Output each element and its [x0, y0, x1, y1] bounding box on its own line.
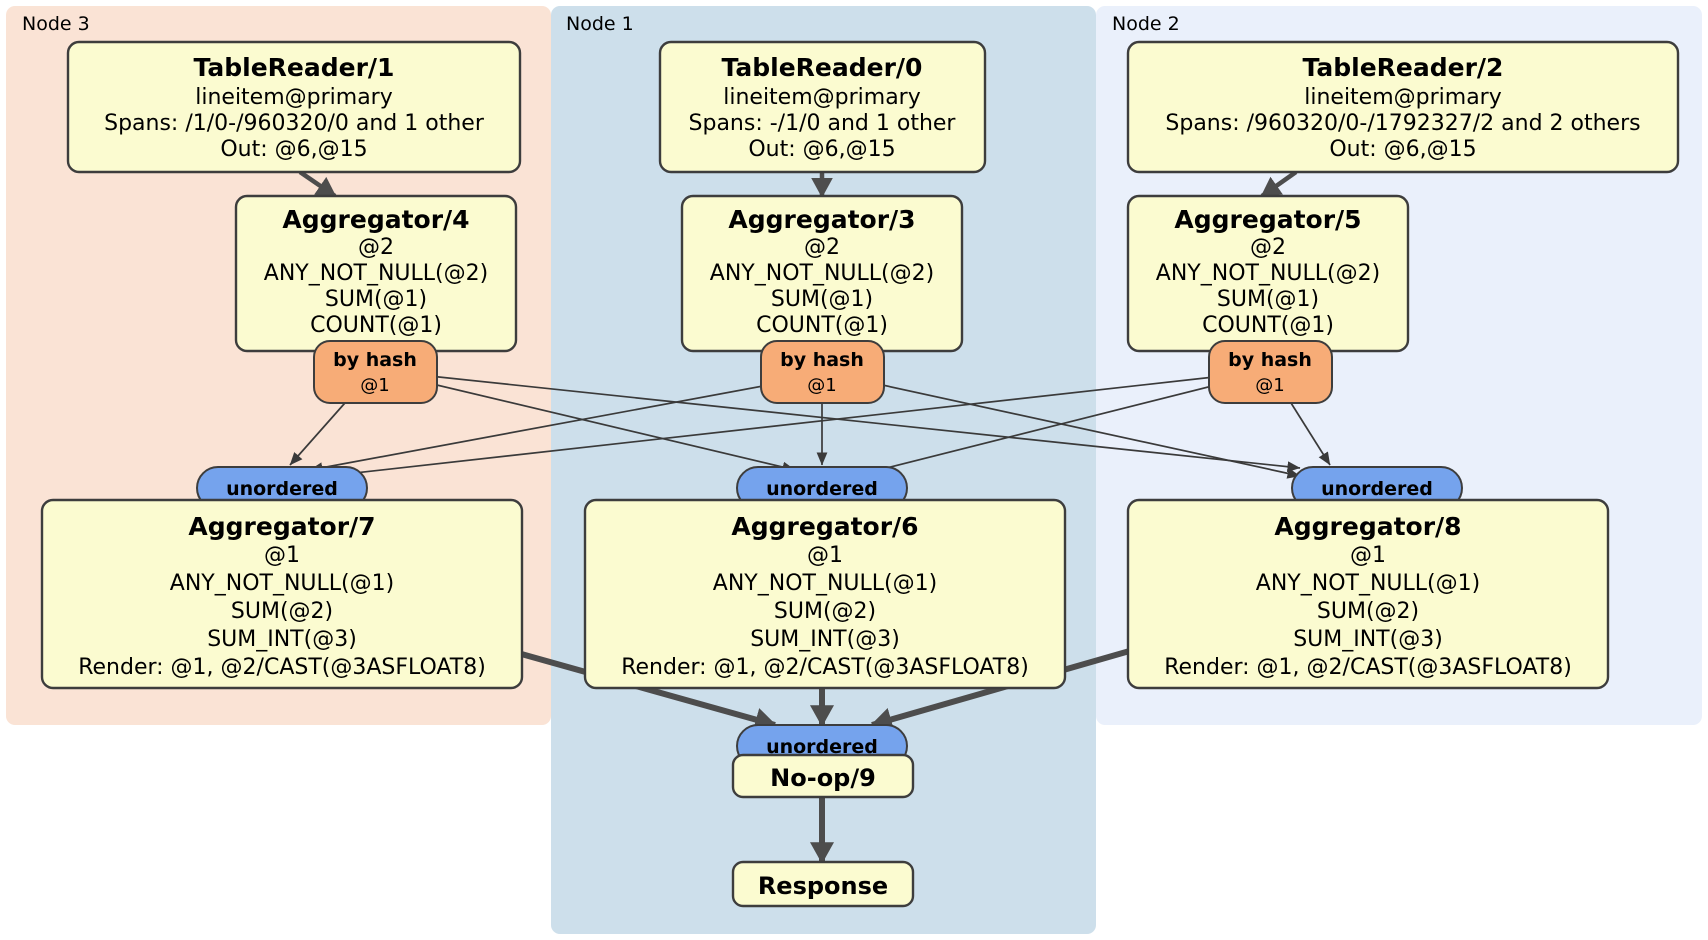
node-tablereader-1[interactable]: TableReader/1 lineitem@primary Spans: /1…: [66, 40, 522, 174]
tablereader-2-line-0: lineitem@primary: [1304, 85, 1502, 110]
aggregator-7-line-4: Render: @1, @2/CAST(@3ASFLOAT8): [78, 655, 486, 680]
aggregator-3-line-1: ANY_NOT_NULL(@2): [710, 261, 934, 286]
by-hash-center-sub: @1: [807, 375, 836, 396]
node-aggregator-8[interactable]: Aggregator/8 @1 ANY_NOT_NULL(@1) SUM(@2)…: [1126, 498, 1610, 690]
aggregator-4-line-1: ANY_NOT_NULL(@2): [264, 261, 488, 286]
unordered-center-label: unordered: [766, 478, 878, 500]
aggregator-5-line-3: COUNT(@1): [1202, 313, 1334, 338]
tablereader-1-title: TableReader/1: [194, 53, 395, 82]
tablereader-0-line-2: Out: @6,@15: [748, 137, 895, 162]
aggregator-4-line-3: COUNT(@1): [310, 313, 442, 338]
router-unordered-left[interactable]: unordered: [196, 466, 368, 510]
aggregator-7-title: Aggregator/7: [188, 512, 375, 541]
unordered-right-label: unordered: [1321, 478, 1433, 500]
aggregator-3-title: Aggregator/3: [728, 205, 915, 234]
aggregator-3-line-0: @2: [804, 235, 840, 260]
aggregator-4-title: Aggregator/4: [282, 205, 469, 234]
aggregator-3-line-3: COUNT(@1): [756, 313, 888, 338]
node-tablereader-2[interactable]: TableReader/2 lineitem@primary Spans: /9…: [1126, 40, 1680, 174]
aggregator-6-title: Aggregator/6: [731, 512, 918, 541]
unordered-final-label: unordered: [766, 736, 878, 758]
node-aggregator-4[interactable]: Aggregator/4 @2 ANY_NOT_NULL(@2) SUM(@1)…: [234, 194, 518, 353]
tablereader-0-line-1: Spans: -/1/0 and 1 other: [689, 111, 957, 136]
router-by-hash-left[interactable]: by hash @1: [313, 340, 438, 404]
panel-node1-label: Node 1: [566, 13, 634, 35]
by-hash-right-sub: @1: [1255, 375, 1284, 396]
aggregator-4-line-2: SUM(@1): [325, 287, 427, 312]
tablereader-1-line-2: Out: @6,@15: [220, 137, 367, 162]
aggregator-7-line-0: @1: [264, 543, 300, 568]
aggregator-5-line-0: @2: [1250, 235, 1286, 260]
panel-node2-label: Node 2: [1112, 13, 1180, 35]
node-aggregator-6[interactable]: Aggregator/6 @1 ANY_NOT_NULL(@1) SUM(@2)…: [583, 498, 1067, 690]
aggregator-6-line-2: SUM(@2): [774, 599, 876, 624]
aggregator-6-line-1: ANY_NOT_NULL(@1): [713, 571, 937, 596]
by-hash-right-title: by hash: [1228, 349, 1312, 371]
aggregator-8-line-2: SUM(@2): [1317, 599, 1419, 624]
aggregator-8-title: Aggregator/8: [1274, 512, 1461, 541]
aggregator-8-line-1: ANY_NOT_NULL(@1): [1256, 571, 1480, 596]
noop-9-label: No-op/9: [770, 764, 876, 792]
router-unordered-right[interactable]: unordered: [1291, 466, 1463, 510]
node-aggregator-7[interactable]: Aggregator/7 @1 ANY_NOT_NULL(@1) SUM(@2)…: [40, 498, 524, 690]
aggregator-8-line-0: @1: [1350, 543, 1386, 568]
by-hash-left-title: by hash: [333, 349, 417, 371]
by-hash-center-title: by hash: [780, 349, 864, 371]
aggregator-7-line-1: ANY_NOT_NULL(@1): [170, 571, 394, 596]
aggregator-7-line-2: SUM(@2): [231, 599, 333, 624]
tablereader-0-line-0: lineitem@primary: [723, 85, 921, 110]
router-by-hash-center[interactable]: by hash @1: [760, 340, 885, 404]
router-by-hash-right[interactable]: by hash @1: [1208, 340, 1333, 404]
edges-reader-to-aggregator: [298, 170, 1298, 198]
aggregator-5-line-2: SUM(@1): [1217, 287, 1319, 312]
aggregator-6-line-3: SUM_INT(@3): [750, 627, 900, 652]
node-response[interactable]: Response: [731, 860, 915, 908]
edges-hash-to-unordered: [289, 374, 1331, 483]
node-tablereader-0[interactable]: TableReader/0 lineitem@primary Spans: -/…: [658, 40, 987, 174]
aggregator-3-line-2: SUM(@1): [771, 287, 873, 312]
node-noop-9[interactable]: No-op/9: [731, 753, 915, 799]
response-label: Response: [758, 872, 888, 900]
aggregator-4-line-0: @2: [358, 235, 394, 260]
tablereader-1-line-0: lineitem@primary: [195, 85, 393, 110]
aggregator-6-line-4: Render: @1, @2/CAST(@3ASFLOAT8): [621, 655, 1029, 680]
by-hash-left-sub: @1: [360, 375, 389, 396]
tablereader-1-line-1: Spans: /1/0-/960320/0 and 1 other: [104, 111, 485, 136]
aggregator-8-line-3: SUM_INT(@3): [1293, 627, 1443, 652]
node-aggregator-3[interactable]: Aggregator/3 @2 ANY_NOT_NULL(@2) SUM(@1)…: [680, 194, 964, 353]
panel-node3-label: Node 3: [22, 13, 90, 35]
aggregator-5-line-1: ANY_NOT_NULL(@2): [1156, 261, 1380, 286]
aggregator-8-line-4: Render: @1, @2/CAST(@3ASFLOAT8): [1164, 655, 1572, 680]
tablereader-2-line-1: Spans: /960320/0-/1792327/2 and 2 others: [1165, 111, 1640, 136]
aggregator-7-line-3: SUM_INT(@3): [207, 627, 357, 652]
tablereader-0-title: TableReader/0: [722, 53, 923, 82]
node-aggregator-5[interactable]: Aggregator/5 @2 ANY_NOT_NULL(@2) SUM(@1)…: [1126, 194, 1410, 353]
aggregator-6-line-0: @1: [807, 543, 843, 568]
tablereader-2-line-2: Out: @6,@15: [1329, 137, 1476, 162]
unordered-left-label: unordered: [226, 478, 338, 500]
aggregator-5-title: Aggregator/5: [1174, 205, 1361, 234]
tablereader-2-title: TableReader/2: [1303, 53, 1504, 82]
